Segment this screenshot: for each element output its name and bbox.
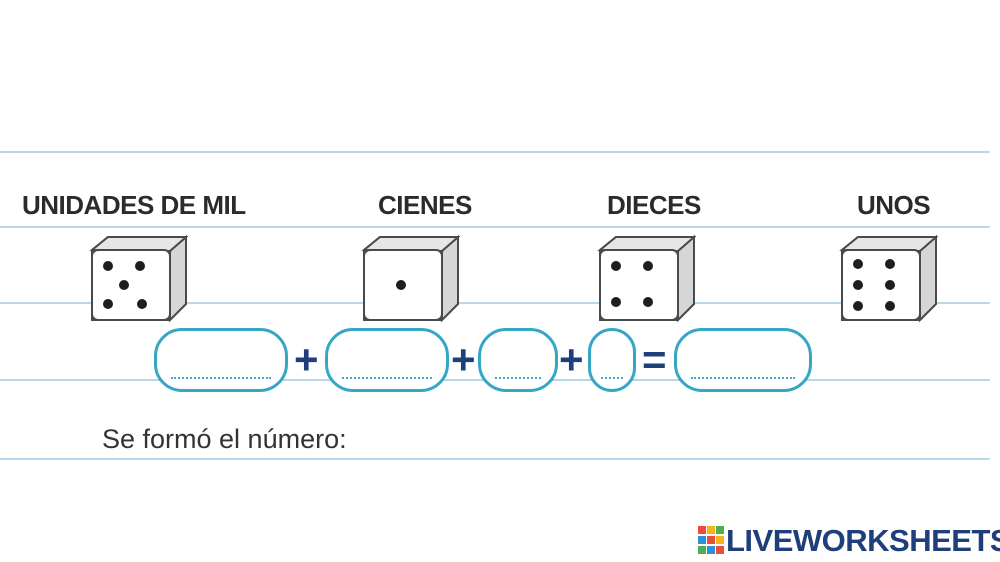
die-one-icon: [361, 234, 460, 323]
answer-input-unidades-de-mil[interactable]: [154, 328, 288, 392]
plus-sign: +: [559, 336, 584, 383]
ruled-line: [0, 226, 990, 228]
ruled-line: [0, 151, 990, 153]
answer-input-dieces[interactable]: [478, 328, 558, 392]
answer-input-cienes[interactable]: [325, 328, 449, 392]
ruled-line: [0, 302, 990, 304]
dotted-line: [171, 377, 271, 379]
die-four-icon: [597, 234, 696, 323]
brand-name: LIVEWORKSHEETS: [726, 523, 1000, 558]
plus-sign: +: [294, 336, 319, 383]
dotted-line: [601, 377, 623, 379]
label-cienes: CIENES: [378, 190, 472, 220]
dotted-line: [691, 377, 795, 379]
plus-sign: +: [451, 336, 476, 383]
ruled-line: [0, 458, 990, 460]
number-formed-prompt: Se formó el número:: [102, 424, 347, 454]
brand-logo: LIVEWORKSHEETS: [698, 524, 1000, 558]
dotted-line: [342, 377, 432, 379]
die-six-icon: [839, 234, 938, 323]
die-five-icon: [89, 234, 188, 323]
label-unidades-de-mil: UNIDADES DE MIL: [22, 190, 246, 220]
liveworksheets-logo-icon: [698, 526, 724, 554]
label-unos: UNOS: [857, 190, 931, 220]
equals-sign: =: [642, 336, 667, 383]
answer-input-total[interactable]: [674, 328, 812, 392]
dotted-line: [495, 377, 541, 379]
label-dieces: DIECES: [607, 190, 701, 220]
answer-input-unos[interactable]: [588, 328, 636, 392]
